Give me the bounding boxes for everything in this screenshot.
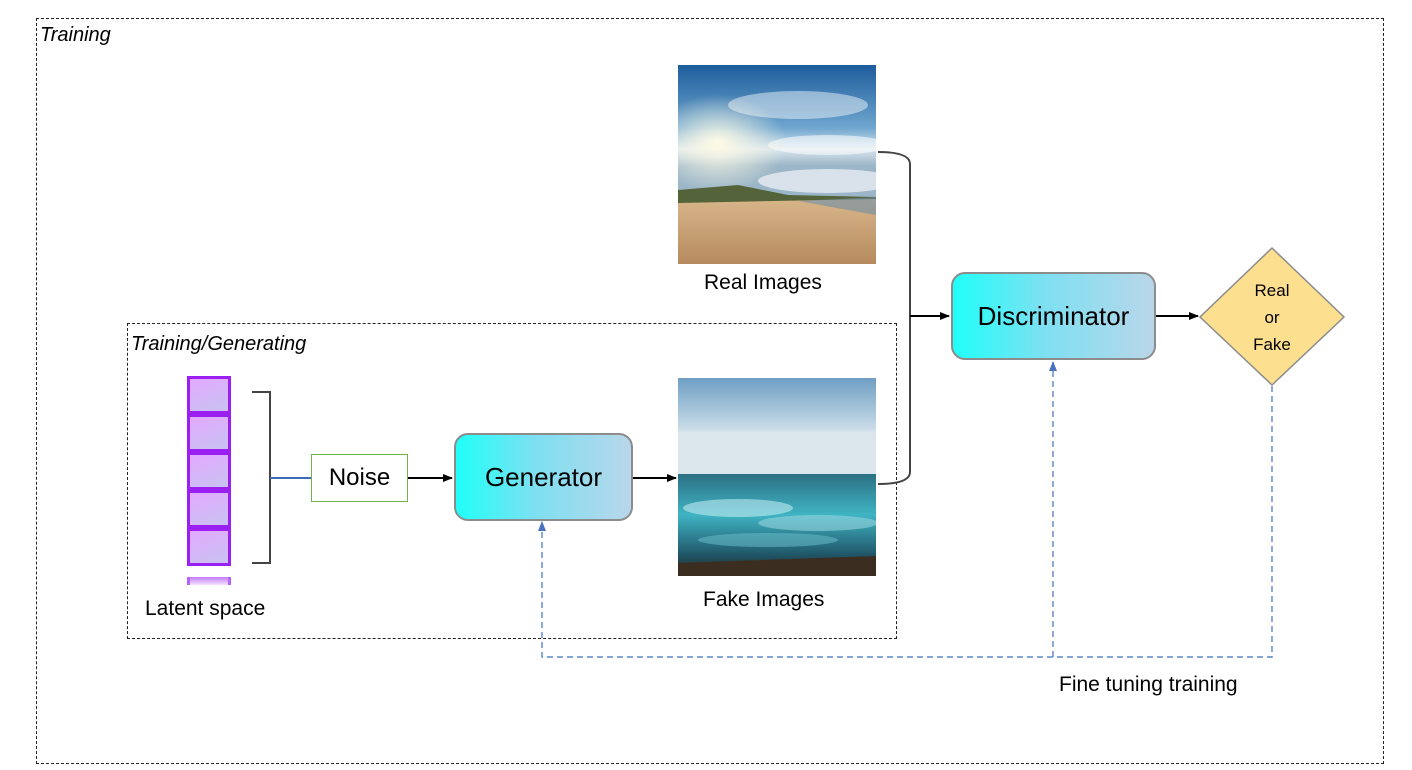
training-frame-label: Training (40, 24, 111, 46)
training-generating-frame-label: Training/Generating (131, 333, 307, 355)
discriminator-node: Discriminator (951, 272, 1156, 360)
real-images-label: Real Images (704, 271, 822, 294)
generator-node: Generator (454, 433, 633, 521)
decision-text: Real or Fake (1222, 277, 1322, 358)
noise-label: Noise (328, 464, 391, 491)
latent-bracket (252, 391, 271, 564)
training-frame (36, 18, 1384, 764)
discriminator-input-bracket (877, 151, 911, 485)
feedback-loop-line (538, 386, 1273, 658)
noise-node: Noise (311, 454, 408, 502)
decision-line-fake: Fake (1253, 335, 1291, 354)
latent-vector-cell (187, 528, 231, 566)
discriminator-label: Discriminator (977, 300, 1130, 331)
fake-image (678, 378, 876, 576)
fake-images-label: Fake Images (703, 588, 825, 611)
generator-label: Generator (484, 461, 603, 492)
fine-tuning-label: Fine tuning training (1059, 673, 1238, 696)
latent-vector-cell (187, 414, 231, 452)
latent-space-label: Latent space (145, 597, 266, 620)
decision-line-or: or (1264, 308, 1280, 327)
real-image (678, 65, 876, 264)
latent-vector-cell (187, 490, 231, 528)
latent-vector-fade (187, 577, 231, 585)
training-generating-frame (127, 323, 897, 639)
latent-vector-cell (187, 376, 231, 414)
decision-diamond (1198, 246, 1346, 387)
decision-line-real: Real (1254, 281, 1290, 300)
latent-vector-cell (187, 452, 231, 490)
